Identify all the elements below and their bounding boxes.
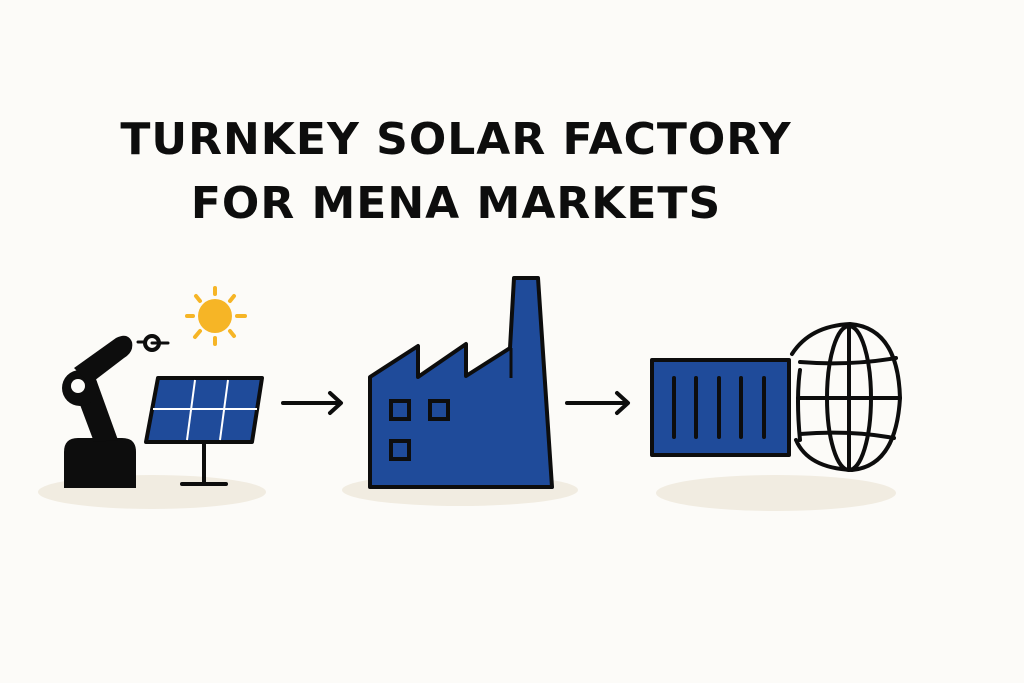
- page-title: TURNKEY SOLAR FACTORY FOR MENA MARKETS: [0, 108, 912, 236]
- sun-icon: [185, 286, 247, 346]
- factory-icon: [368, 276, 554, 489]
- robot-arm-icon: [62, 334, 170, 488]
- globe-icon: [790, 321, 903, 473]
- solar-panel-icon: [144, 376, 264, 486]
- title-line-2: FOR MENA MARKETS: [190, 178, 722, 229]
- ground-shadow-3: [656, 475, 896, 511]
- arrow-right-icon: [565, 391, 630, 415]
- title-line-1: TURNKEY SOLAR FACTORY: [120, 114, 792, 165]
- shipping-container-icon: [650, 358, 791, 457]
- arrow-right-icon: [281, 391, 343, 415]
